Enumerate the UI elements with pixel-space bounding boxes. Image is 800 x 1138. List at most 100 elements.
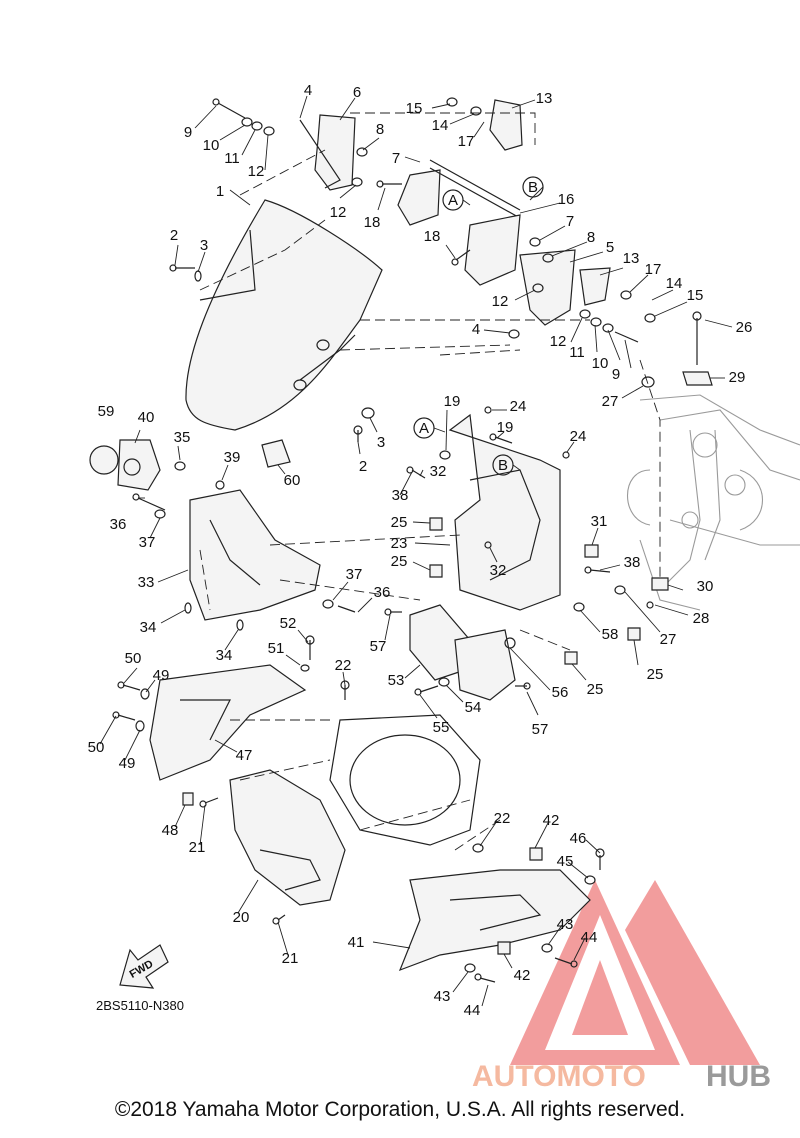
callout: 15 bbox=[687, 287, 704, 304]
callout: 38 bbox=[624, 554, 641, 571]
inner-panel-33 bbox=[189, 489, 321, 621]
callout: 32 bbox=[490, 562, 507, 579]
callout: 17 bbox=[645, 261, 662, 278]
callout: 29 bbox=[729, 369, 746, 386]
callout: 42 bbox=[543, 812, 560, 829]
callout: 12 bbox=[550, 333, 567, 350]
callout: 52 bbox=[280, 615, 297, 632]
callout: 43 bbox=[557, 916, 574, 933]
reference-code: 2BS5110-N380 bbox=[96, 998, 184, 1013]
callout: 50 bbox=[88, 739, 105, 756]
stay-rod-16 bbox=[429, 159, 521, 286]
callout: 44 bbox=[581, 929, 598, 946]
windscreen-bracket-left bbox=[299, 114, 356, 191]
callout: 51 bbox=[268, 640, 285, 657]
callout: 9 bbox=[184, 124, 192, 141]
callout: 17 bbox=[458, 133, 475, 150]
fwd-arrow: FWD bbox=[119, 944, 169, 989]
callout: 37 bbox=[346, 566, 363, 583]
callout: 34 bbox=[140, 619, 157, 636]
assembly-lines bbox=[199, 112, 661, 851]
callout: 7 bbox=[392, 150, 400, 167]
callout: 42 bbox=[514, 967, 531, 984]
callout: 4 bbox=[472, 321, 480, 338]
callout: 3 bbox=[200, 237, 208, 254]
callout: 11 bbox=[224, 150, 240, 167]
callout: 16 bbox=[558, 191, 575, 208]
callout: 2 bbox=[359, 458, 367, 475]
callout: 19 bbox=[497, 419, 514, 436]
callout: 38 bbox=[392, 487, 409, 504]
side-cover-47 bbox=[149, 664, 307, 781]
callout: 31 bbox=[591, 513, 608, 530]
callout: 25 bbox=[391, 553, 408, 570]
callout: 26 bbox=[736, 319, 753, 336]
callout: 8 bbox=[587, 229, 595, 246]
callout: 59 bbox=[98, 403, 115, 420]
callout: 48 bbox=[162, 822, 179, 839]
callout: 46 bbox=[570, 830, 587, 847]
watermark-text-a: AUTOMOTO bbox=[472, 1060, 646, 1093]
fasteners bbox=[112, 97, 713, 983]
callout: 30 bbox=[697, 578, 714, 595]
callout: 13 bbox=[623, 250, 640, 267]
callout: 44 bbox=[464, 1002, 481, 1019]
callout: 3 bbox=[377, 434, 385, 451]
callout: 22 bbox=[494, 810, 511, 827]
callout: 19 bbox=[444, 393, 461, 410]
callout: 45 bbox=[557, 853, 574, 870]
leader-lines bbox=[99, 95, 733, 1007]
callout: 23 bbox=[391, 535, 408, 552]
callout: 11 bbox=[569, 344, 585, 361]
front-cowl-20 bbox=[229, 769, 346, 906]
callout: 5 bbox=[606, 239, 614, 256]
circled-ref-a-2: A bbox=[419, 420, 429, 437]
callout: 39 bbox=[224, 449, 241, 466]
callout: 21 bbox=[282, 950, 299, 967]
callout: 25 bbox=[391, 514, 408, 531]
circled-ref-b-1: B bbox=[528, 179, 538, 196]
callout: 9 bbox=[612, 366, 620, 383]
under-cover-41 bbox=[398, 869, 591, 972]
callout: 47 bbox=[236, 747, 253, 764]
callout: 32 bbox=[430, 463, 447, 480]
headlight-stay-23 bbox=[448, 413, 561, 611]
callout: 21 bbox=[189, 839, 206, 856]
callout: 4 bbox=[304, 82, 312, 99]
callout: 27 bbox=[660, 631, 677, 648]
callout: 34 bbox=[216, 647, 233, 664]
callout: 24 bbox=[570, 428, 587, 445]
callout: 6 bbox=[353, 84, 361, 101]
callout: 24 bbox=[510, 398, 527, 415]
callout: 53 bbox=[388, 672, 405, 689]
callout: 14 bbox=[666, 275, 683, 292]
callout: 60 bbox=[284, 472, 301, 489]
callout: 57 bbox=[532, 721, 549, 738]
callout: 55 bbox=[433, 719, 450, 736]
callout: 12 bbox=[248, 163, 265, 180]
callout: 40 bbox=[138, 409, 155, 426]
callout: 20 bbox=[233, 909, 250, 926]
callout: 15 bbox=[406, 100, 423, 117]
callout-numbers: 4 6 13 15 14 17 9 10 11 12 8 7 1 12 18 1… bbox=[88, 82, 753, 1019]
callout: 1 bbox=[216, 183, 224, 200]
copyright-notice: ©2018 Yamaha Motor Corporation, U.S.A. A… bbox=[114, 1098, 686, 1121]
callout: 49 bbox=[119, 755, 136, 772]
callout: 33 bbox=[138, 574, 155, 591]
callout: 50 bbox=[125, 650, 142, 667]
callout: 18 bbox=[364, 214, 381, 231]
callout: 12 bbox=[492, 293, 509, 310]
callout: 27 bbox=[602, 393, 619, 410]
callout: 22 bbox=[335, 657, 352, 674]
callout: 54 bbox=[465, 699, 482, 716]
circled-ref-b-2: B bbox=[498, 457, 508, 474]
windscreen bbox=[185, 199, 383, 431]
callout: 56 bbox=[552, 684, 569, 701]
callout: 36 bbox=[110, 516, 127, 533]
callout: 12 bbox=[330, 204, 347, 221]
circled-ref-a-1: A bbox=[448, 192, 458, 209]
motorcycle-frame-outline bbox=[627, 394, 800, 611]
panel-40-59 bbox=[89, 439, 161, 491]
callout: 10 bbox=[203, 137, 220, 154]
